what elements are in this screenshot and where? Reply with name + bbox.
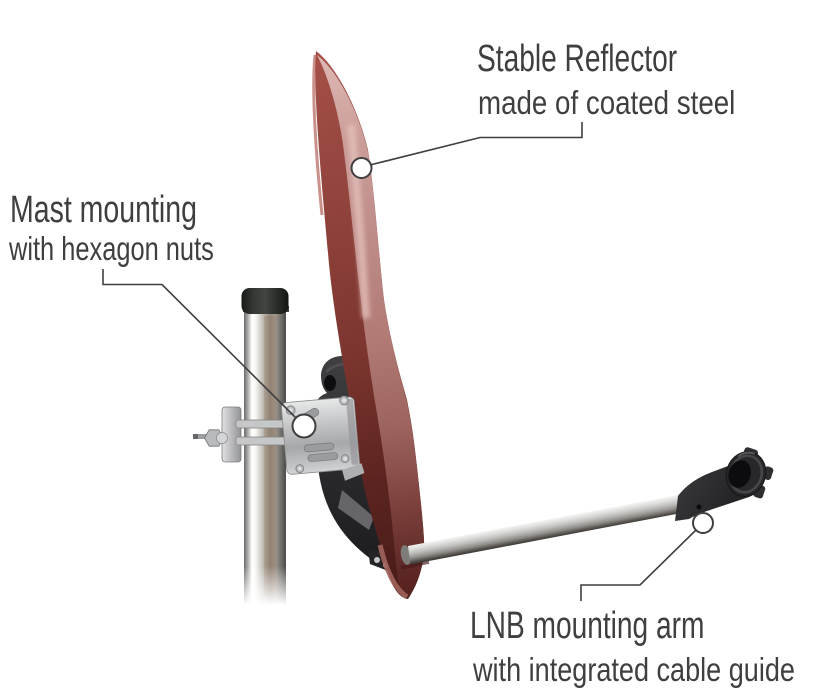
- clamp-rod: [235, 419, 289, 429]
- plate-screw: [285, 405, 296, 416]
- lnb-ring-hole: [728, 460, 751, 488]
- dish-reflector: [312, 51, 430, 600]
- bracket-hole: [324, 375, 336, 391]
- bracket-foot: [338, 490, 374, 530]
- lnb-arm: [400, 492, 695, 565]
- plate-screw: [340, 454, 350, 463]
- clamp-rod: [235, 436, 289, 446]
- callout-line-reflector: [369, 122, 583, 166]
- annotation-reflector-title: Stable Reflector: [477, 38, 678, 80]
- annotation-mast-subtitle: with hexagon nuts: [9, 230, 214, 267]
- mast-pole: [234, 288, 294, 614]
- plate-slot: [303, 442, 335, 453]
- plate-screw: [339, 395, 349, 406]
- mast-cap: [241, 288, 289, 314]
- annotation-reflector-subtitle: made of coated steel: [478, 84, 736, 121]
- lnb-holder: [675, 447, 774, 521]
- dish-front-face: [317, 55, 425, 597]
- callout-marker-lnb: [692, 512, 714, 534]
- callout-marker-reflector: [350, 157, 373, 179]
- callout-marker-mast: [291, 413, 317, 439]
- annotation-lnb-subtitle: with integrated cable guide: [473, 651, 795, 688]
- callout-line-mast: [102, 269, 297, 419]
- callout-line-lnb: [580, 529, 697, 601]
- pole-highlight: [251, 310, 254, 602]
- plate-screw: [295, 464, 305, 473]
- plate-slot: [307, 452, 339, 462]
- annotation-mast-title: Mast mounting: [10, 189, 197, 231]
- annotation-lnb-title: LNB mounting arm: [470, 605, 705, 647]
